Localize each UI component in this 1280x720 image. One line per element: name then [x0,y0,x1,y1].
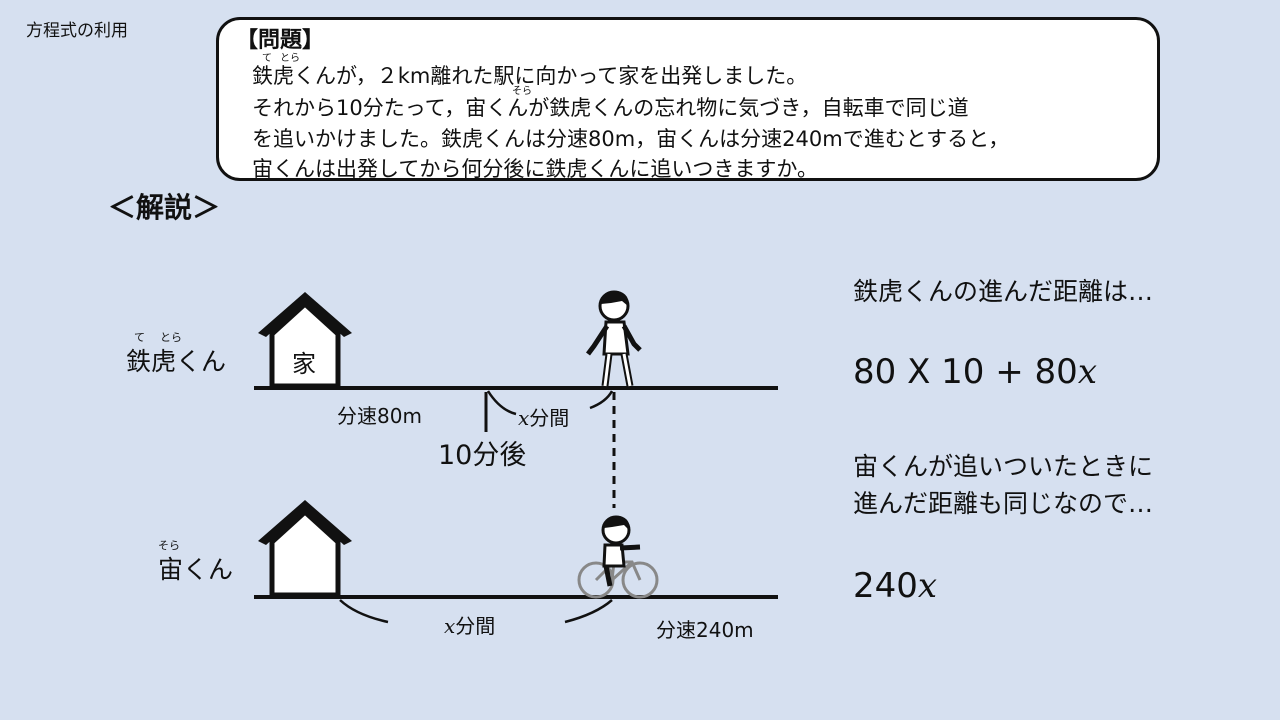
problem-box [216,17,1160,181]
tetora-speed-label: 分速80m [337,404,422,428]
explanation-heading: ＜解説＞ [108,191,221,224]
problem-line-4: 宙くんは出発してから何分後に鉄虎くんに追いつきますか。 [252,157,818,181]
ruby-tora: とら [280,53,300,64]
x-minutes-bracket-top-right [589,390,614,410]
sora-catch-up-text-1: 宙くんが追いついたときに [853,452,1154,481]
x-variable: x [518,406,530,430]
ruby-te: て [262,53,272,64]
ruby-sora: そら [512,86,532,97]
x-minutes-label-top: x分間 [518,402,569,431]
sora-ruby: そら [158,539,180,552]
problem-line-1: 鉄虎くんが，２km離れた駅に向かって家を出発しました。 [252,64,808,88]
x-variable: x [444,614,456,638]
house-label: 家 [292,350,316,378]
bicycle-boy-icon [577,515,659,599]
tetora-label: 鉄虎くん [126,347,227,376]
problem-title: 【問題】 [236,28,325,53]
walking-boy-icon [586,290,642,387]
x-variable: x [1077,352,1097,392]
problem-line-2: それから10分たって，宙くんが鉄虎くんの忘れ物に気づき，自転車で同じ道 [252,96,969,120]
tetora-distance-expression: 80 X 10 + 80x [853,352,1097,392]
sora-catch-up-text-2: 進んだ距離も同じなので… [853,489,1154,518]
house-icon-sora [258,500,352,598]
after-10-minutes-label: 10分後 [438,440,527,471]
sora-label: 宙くん [158,555,234,584]
x-minutes-bracket-bottom-right [564,599,613,624]
expression-prefix: 80 X 10 + 80 [853,352,1078,392]
sora-distance-expression: 240x [853,566,937,606]
x-minutes-bracket-top [486,390,517,416]
sora-speed-label: 分速240m [656,618,754,642]
slide-section-label: 方程式の利用 [26,21,128,41]
x-minutes-label-bottom: x分間 [444,610,495,639]
x-variable: x [917,566,938,606]
x-minutes-bracket-bottom-left [339,599,389,624]
tetora-distance-text: 鉄虎くんの進んだ距離は… [853,277,1154,306]
house-icon-tetora [258,292,352,389]
expression-prefix: 240 [853,566,918,606]
tetora-ruby-tora: とら [160,331,182,344]
minutes-text: 分間 [455,614,496,638]
minutes-text: 分間 [529,406,570,430]
problem-line-3: を追いかけました。鉄虎くんは分速80m，宙くんは分速240mで進むとすると， [252,127,1010,151]
tetora-ruby-te: て [134,331,145,344]
